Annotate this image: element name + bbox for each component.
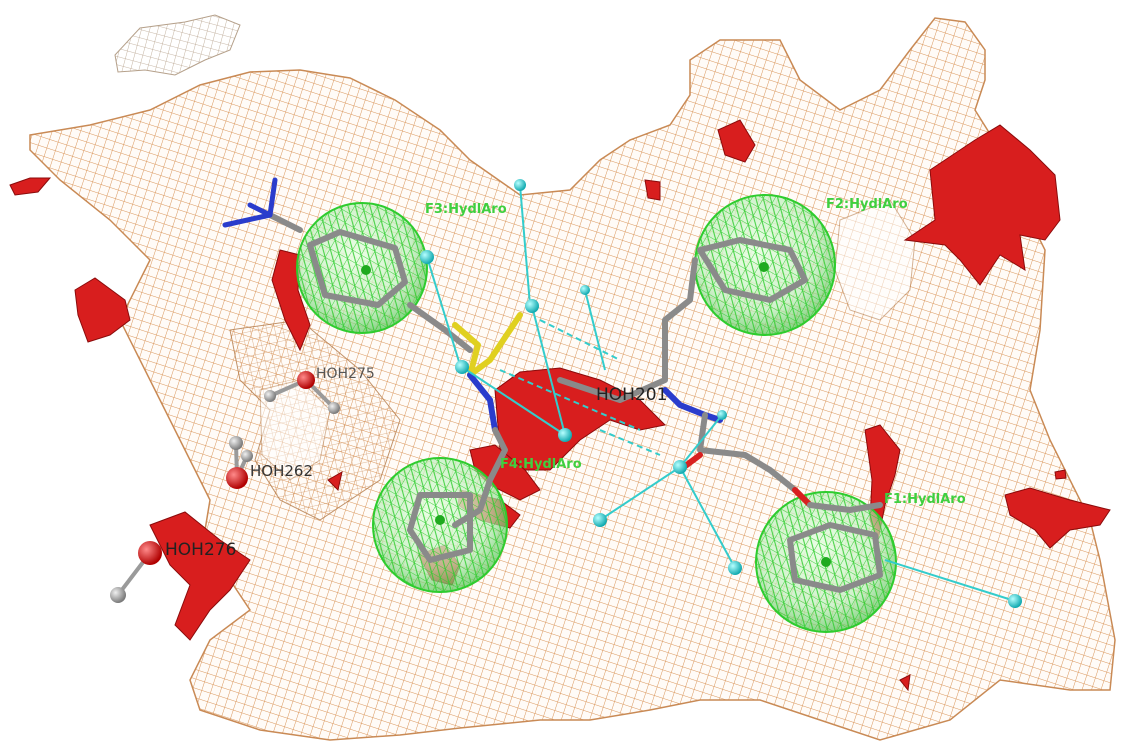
feature-label-f4: F4:HydlAro [500, 457, 582, 472]
red-surface-patch [899, 674, 911, 692]
feature-sphere-f1 [755, 491, 897, 633]
water-hoh262 [226, 436, 253, 489]
red-surface-patch [903, 124, 1061, 286]
hbond-vectors [426, 184, 1016, 602]
surface-fragment [114, 14, 241, 76]
water-label-hoh201: HOH201 [596, 385, 667, 405]
feature-sphere-f4 [372, 457, 508, 593]
feature-label-f1: F1:HydlAro [884, 492, 966, 507]
red-surface-patch [1054, 469, 1067, 480]
water-label-hoh262: HOH262 [250, 462, 313, 480]
feature-label-f2: F2:HydlAro [826, 197, 908, 212]
water-label-hoh276: HOH276 [165, 540, 236, 560]
red-surface-patch [9, 177, 52, 196]
hbond-endpoints [420, 179, 1022, 608]
water-hoh275 [264, 371, 340, 414]
feature-label-f3: F3:HydlAro [425, 202, 507, 217]
water-hoh276 [110, 541, 162, 603]
red-surface-patch [327, 471, 343, 491]
red-surface-patch [644, 179, 661, 201]
red-surface-patch [74, 277, 131, 343]
red-surface-patch [717, 119, 756, 163]
surface-cavity [834, 199, 916, 321]
ligand-stick-model [222, 177, 883, 593]
red-surface-patch [1004, 487, 1111, 549]
red-surface-patch [149, 511, 251, 641]
feature-sphere-f2 [694, 194, 836, 336]
water-label-hoh275: HOH275 [316, 366, 375, 382]
